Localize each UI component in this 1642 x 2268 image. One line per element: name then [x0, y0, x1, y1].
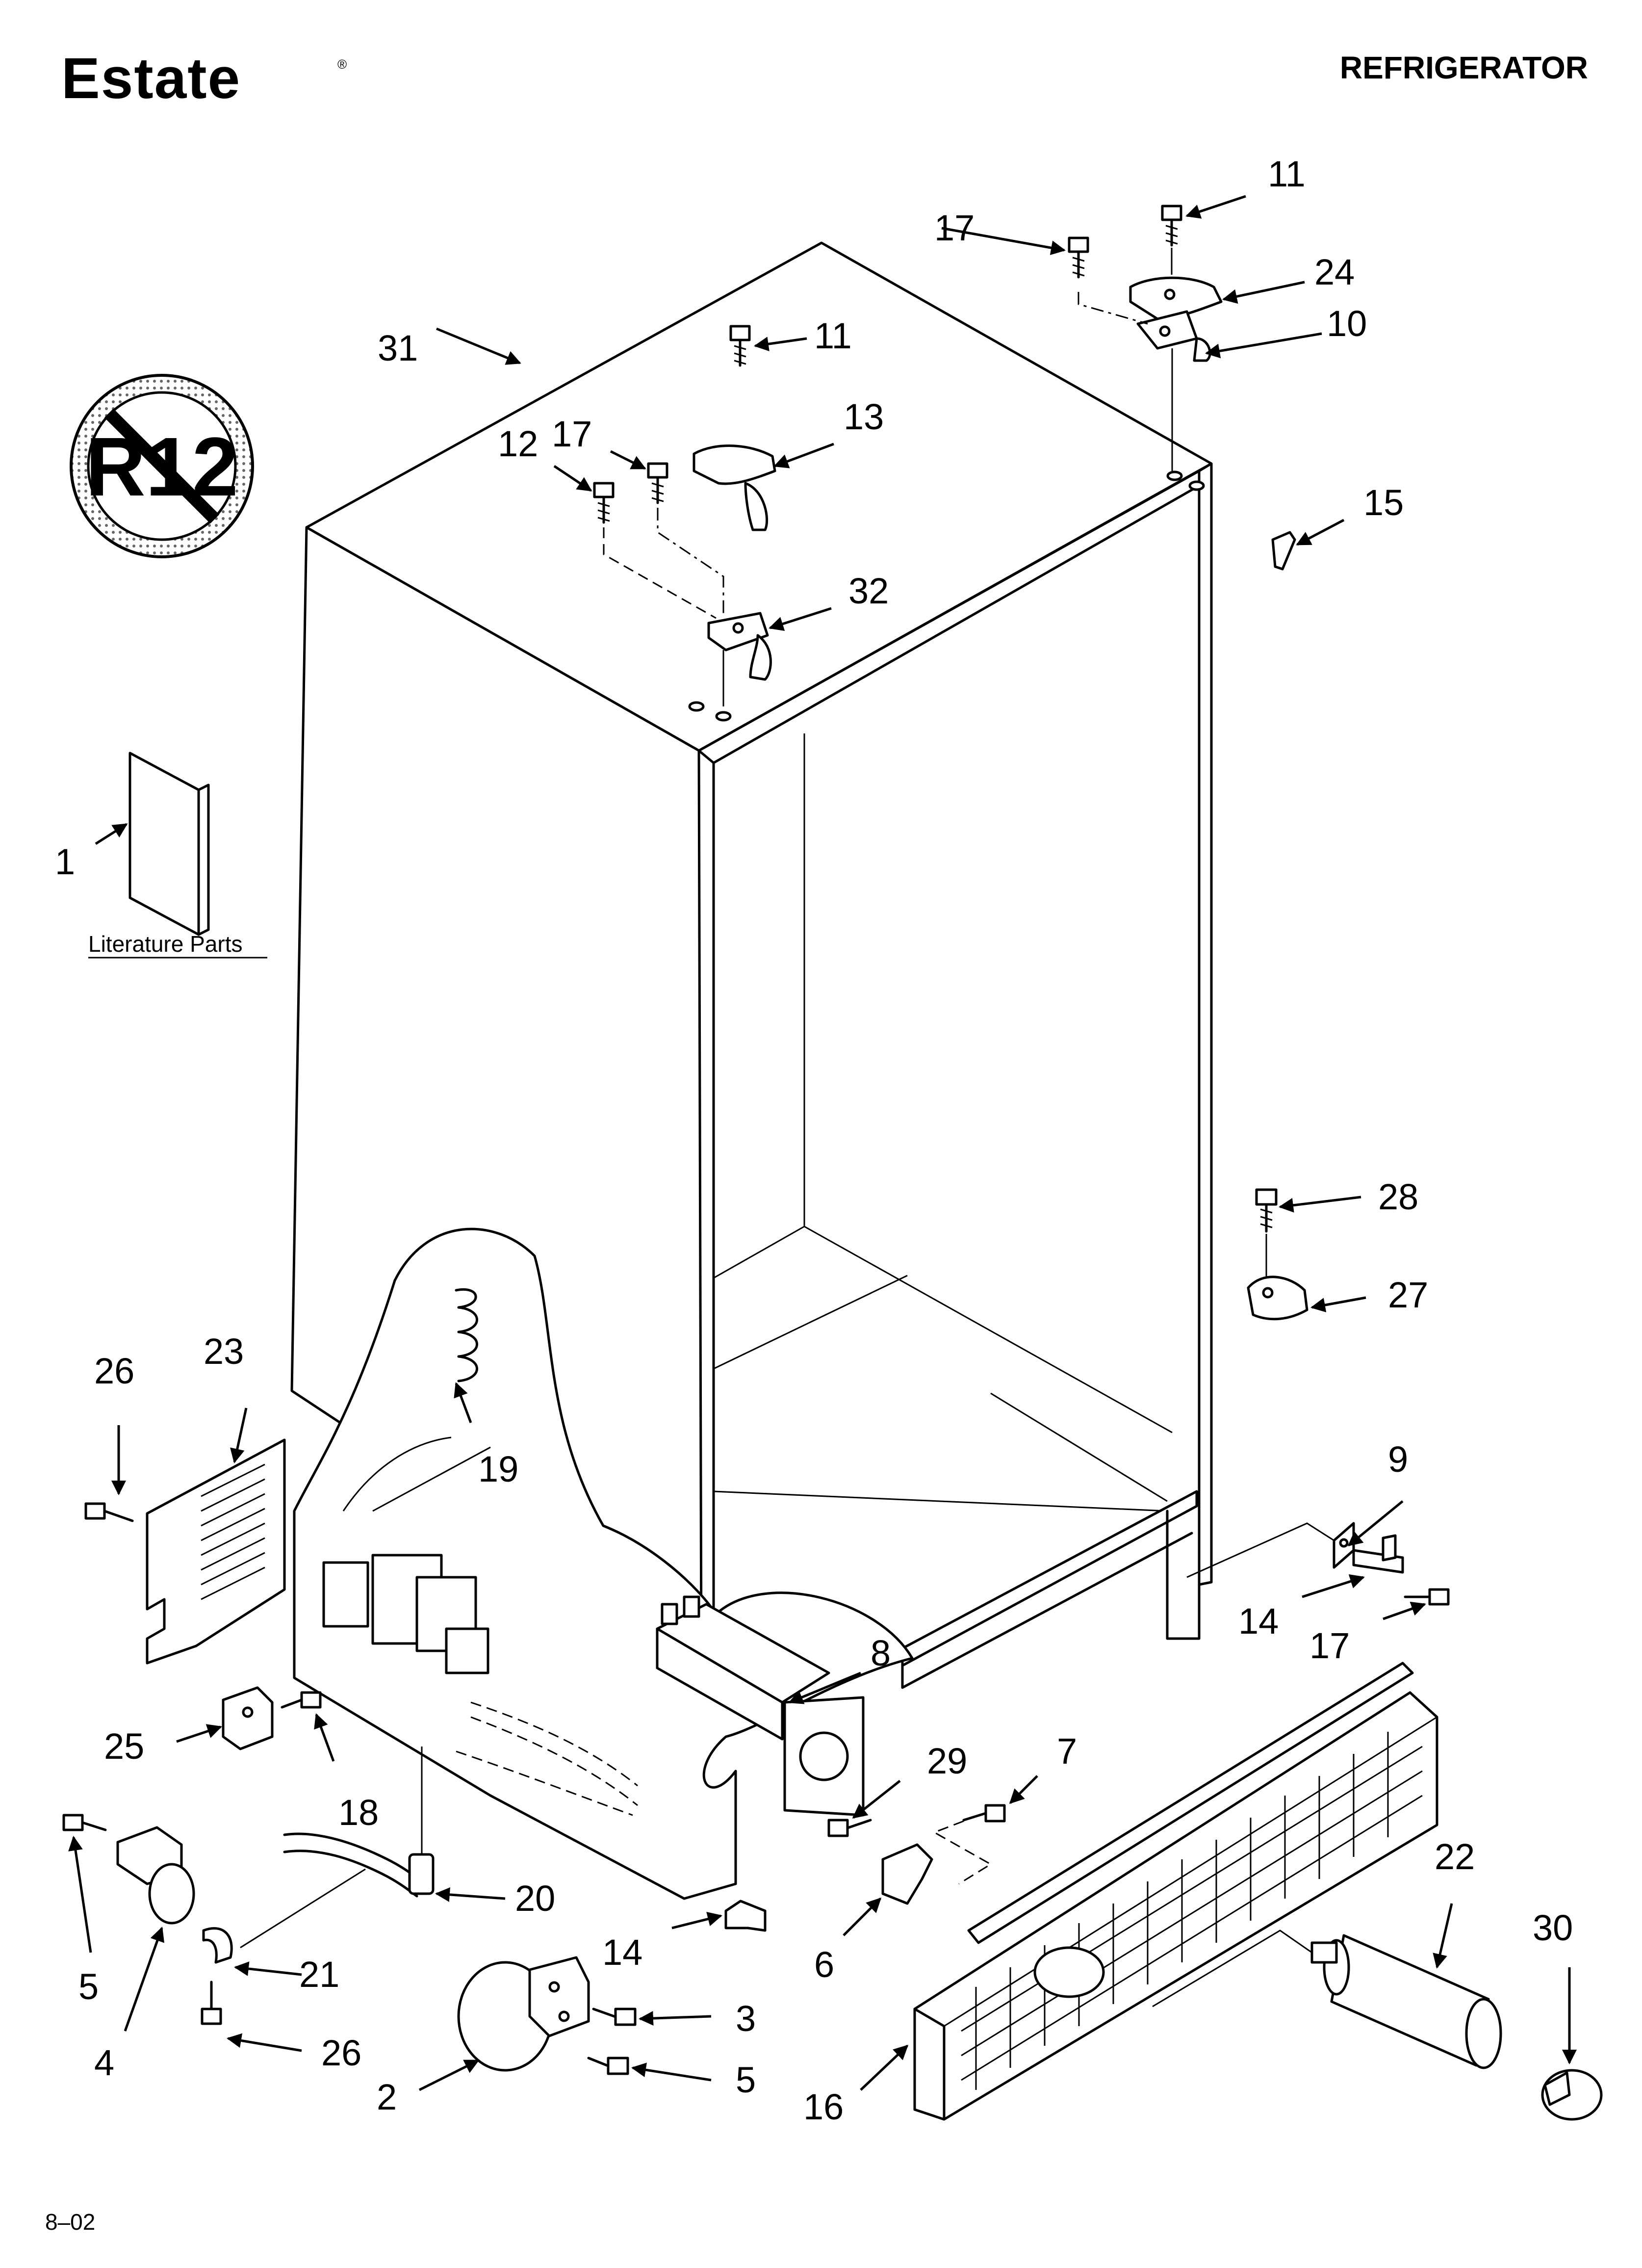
callout-17-lower-right: 17 — [1309, 1625, 1350, 1666]
screw-11-upper-left — [729, 325, 751, 367]
clip-6 — [881, 1843, 933, 1905]
callout-15: 15 — [1363, 482, 1404, 523]
screw-17-upper-right — [1068, 236, 1089, 279]
hinge-mounting-holes — [688, 470, 1205, 722]
callout-labels: 1 2 3 4 5 5 6 7 8 9 10 11 11 12 13 14 14… — [55, 154, 1573, 2127]
assembly-line-17 — [657, 508, 724, 613]
lower-hinge-2 — [457, 1956, 590, 2072]
bracket-25 — [222, 1686, 274, 1750]
callout-30: 30 — [1533, 1907, 1573, 1948]
page-title: REFRIGERATOR — [1340, 50, 1588, 85]
screw-3 — [592, 2007, 637, 2026]
callout-17-top-left: 17 — [552, 414, 592, 454]
callout-5-left: 5 — [78, 1966, 99, 2007]
callout-14-right: 14 — [1238, 1601, 1279, 1642]
callout-21: 21 — [299, 1954, 339, 1995]
screw-5-left — [62, 1814, 107, 1831]
no-r12-refrigerant-icon: R12 — [70, 374, 254, 558]
bracket-27 — [1247, 1276, 1308, 1321]
callout-32: 32 — [848, 571, 889, 611]
callout-8: 8 — [871, 1633, 891, 1673]
screw-17-upper-left — [647, 462, 668, 504]
literature-parts-booklet — [128, 752, 210, 936]
upper-left-hinge — [707, 612, 772, 681]
condensate-hose-19 — [455, 1288, 478, 1382]
callout-1: 1 — [55, 841, 75, 882]
screw-26-lower — [201, 1981, 222, 2025]
callout-2: 2 — [377, 2077, 397, 2117]
callout-31: 31 — [378, 328, 418, 368]
callout-25: 25 — [104, 1726, 144, 1767]
callout-19: 19 — [478, 1449, 518, 1489]
assembly-line-12 — [603, 527, 717, 619]
callout-24: 24 — [1314, 252, 1355, 292]
clamp-21 — [202, 1927, 233, 1964]
brand-logo: Estate — [61, 46, 241, 111]
revision-code: 8–02 — [45, 2209, 95, 2235]
callout-11-left: 11 — [814, 315, 852, 356]
callout-6: 6 — [814, 1944, 834, 1985]
hinge-bracket-10 — [1136, 310, 1211, 362]
screw-18 — [281, 1691, 322, 1709]
callout-7: 7 — [1057, 1731, 1077, 1772]
screw-17-lower-right — [1404, 1588, 1450, 1606]
callout-13: 13 — [844, 396, 884, 437]
brand-registered-mark: ® — [337, 57, 347, 72]
callout-11-right: 11 — [1268, 154, 1306, 194]
callout-18: 18 — [338, 1792, 379, 1833]
rear-panel-23 — [146, 1438, 286, 1665]
tube-20 — [283, 1832, 435, 1898]
callout-29: 29 — [927, 1741, 967, 1781]
screw-26-rear — [84, 1502, 134, 1522]
callout-17-top-right: 17 — [934, 208, 975, 248]
callout-9: 9 — [1388, 1439, 1408, 1480]
screw-5-right — [587, 2057, 629, 2075]
part-15-pin — [1271, 531, 1296, 571]
base-grille-16 — [913, 1662, 1438, 2121]
hinge-cover-24 — [1129, 276, 1223, 320]
screw-12 — [593, 482, 615, 524]
drain-tube-outline — [456, 1701, 638, 1816]
callout-26-lower: 26 — [321, 2033, 361, 2073]
callout-12: 12 — [498, 423, 538, 464]
roller-bracket-4 — [116, 1826, 195, 1925]
callout-22: 22 — [1435, 1836, 1475, 1877]
callout-28: 28 — [1378, 1176, 1418, 1217]
compressor-relays — [322, 1554, 489, 1674]
clip-14-lower — [724, 1900, 767, 1932]
assembly-line-7 — [932, 1820, 992, 1885]
screw-29 — [827, 1819, 872, 1837]
water-filter-22 — [1310, 1934, 1502, 2069]
callout-27: 27 — [1388, 1275, 1428, 1315]
leader-lines — [68, 195, 1577, 2091]
filter-cap-30 — [1541, 2069, 1603, 2121]
callout-20: 20 — [515, 1878, 555, 1919]
mounting-line-9 — [1186, 1522, 1334, 1578]
screw-28 — [1255, 1188, 1278, 1233]
callout-23: 23 — [204, 1331, 244, 1372]
callout-4: 4 — [94, 2042, 114, 2083]
callout-5-right: 5 — [736, 2059, 756, 2100]
callout-10: 10 — [1327, 303, 1367, 344]
callout-14-lower: 14 — [602, 1932, 642, 1973]
assembly-line-21 — [240, 1868, 366, 1949]
hinge-cover-13 — [693, 444, 776, 531]
screw-7 — [962, 1804, 1006, 1823]
callout-26-rear: 26 — [94, 1351, 134, 1391]
callout-16: 16 — [803, 2086, 844, 2127]
callout-3: 3 — [736, 1998, 756, 2039]
literature-parts-label: Literature Parts — [88, 931, 242, 957]
screw-11-upper-right — [1161, 205, 1182, 247]
assembly-line-22 — [1152, 1929, 1312, 2007]
assembly-line-17-right — [1078, 292, 1148, 325]
fill-tube-duct-8 — [656, 1595, 865, 1817]
